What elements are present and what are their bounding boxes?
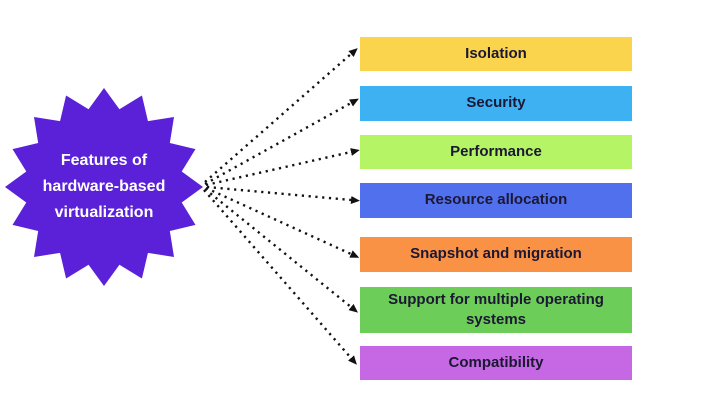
feature-label: Support for multiple operating systems [388, 290, 604, 328]
feature-label: Performance [450, 142, 542, 160]
feature-label: Compatibility [448, 353, 544, 371]
connector-arrow-isolation [204, 48, 358, 183]
feature-bar-compatibility: Compatibility [360, 346, 632, 380]
feature-bar-multi-os: Support for multiple operating systems [360, 287, 632, 333]
feature-bar-performance: Performance [360, 135, 632, 169]
connector-arrow-multi-os [204, 188, 358, 313]
feature-bar-isolation: Isolation [360, 37, 632, 71]
feature-bar-security: Security [360, 86, 632, 121]
connector-arrow-resource-allocation [206, 185, 360, 204]
starburst-icon [5, 88, 203, 286]
feature-label: Resource allocation [424, 191, 568, 209]
connector-arrow-compatibility [203, 189, 357, 365]
connector-arrow-security [204, 98, 359, 186]
feature-bar-resource-allocation: Resource allocation [360, 183, 632, 218]
feature-label: Isolation [465, 44, 527, 62]
starburst-shape [5, 88, 203, 286]
feature-label: Snapshot and migration [410, 245, 582, 263]
feature-label: Security [466, 94, 526, 112]
connector-arrow-performance [205, 148, 360, 187]
feature-bar-snapshot-migration: Snapshot and migration [360, 237, 632, 272]
